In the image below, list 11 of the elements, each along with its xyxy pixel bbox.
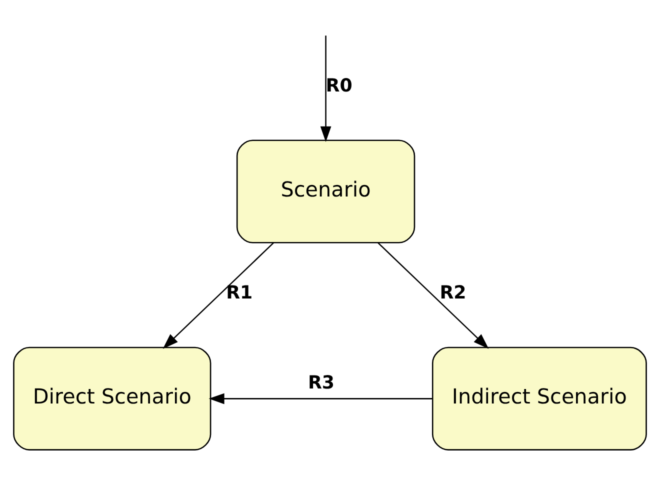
- node-box: Direct Scenario: [13, 346, 212, 450]
- edge-label: R1: [226, 282, 253, 304]
- arrow: [162, 242, 274, 349]
- arrow: [320, 36, 332, 142]
- edge-label: R0: [326, 75, 352, 96]
- edge-label: R2: [440, 282, 466, 304]
- edge-label: R3: [308, 372, 335, 394]
- arrow: [208, 393, 432, 404]
- node-box: Indirect Scenario: [432, 346, 647, 450]
- node-box: Scenario: [236, 140, 416, 244]
- arrow: [378, 242, 489, 349]
